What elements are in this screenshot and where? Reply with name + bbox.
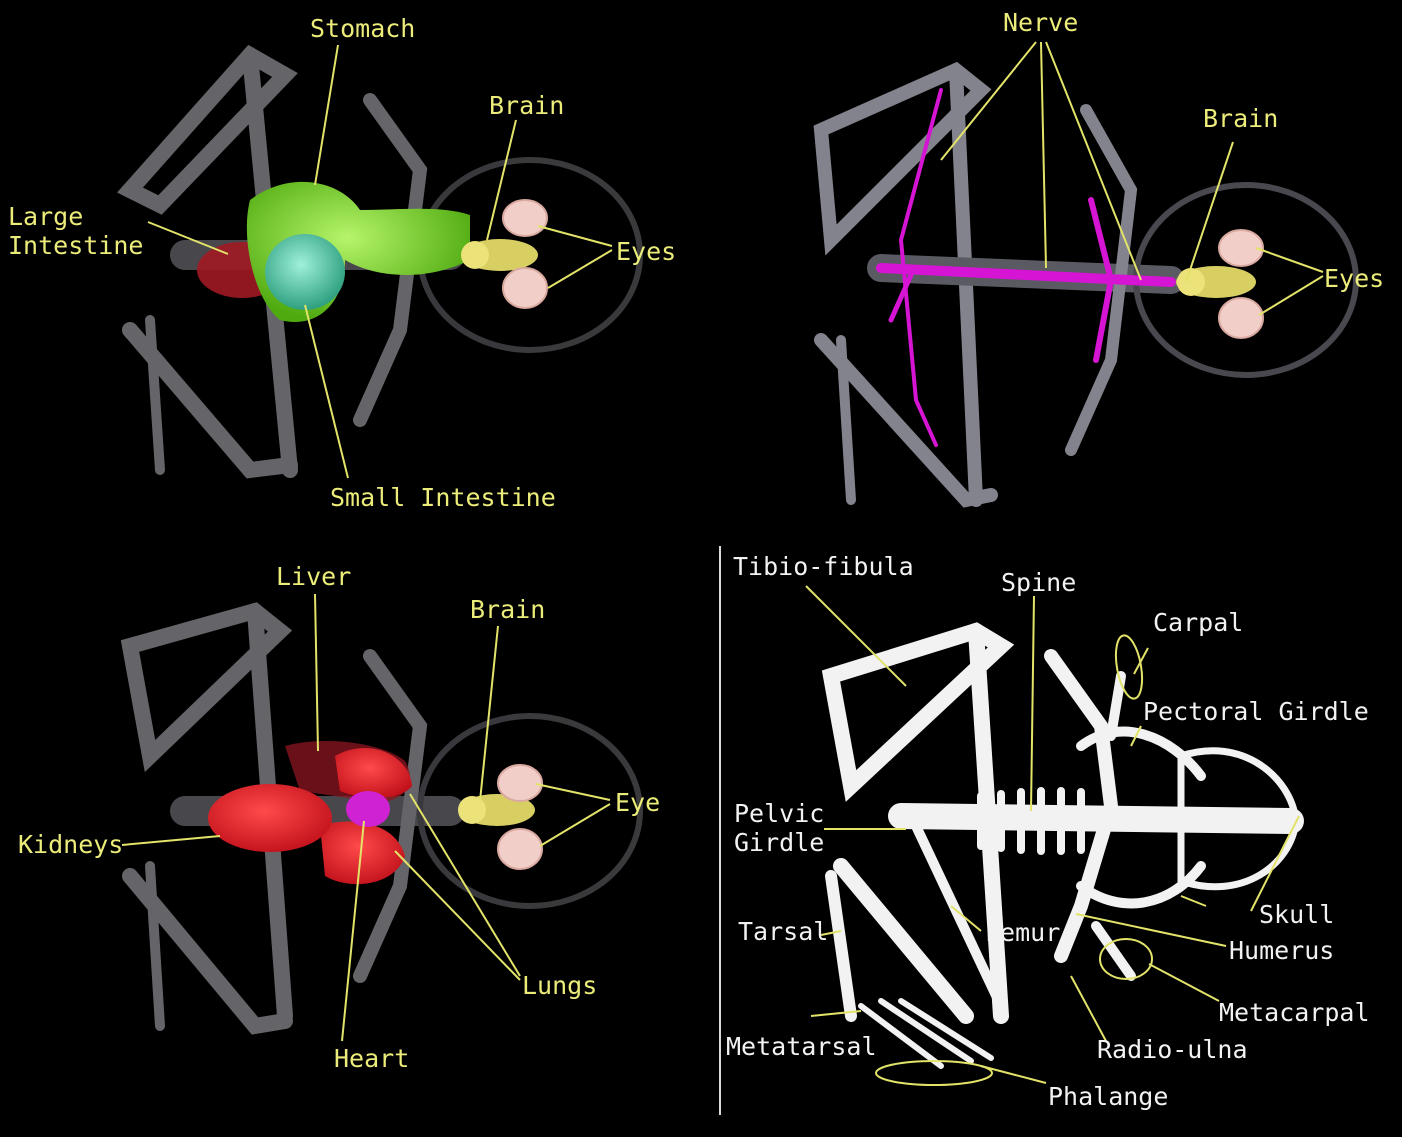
heart-label: Heart — [334, 1044, 409, 1073]
lungs-label: Lungs — [522, 971, 597, 1000]
large-intestine-label: Large Intestine — [8, 202, 143, 260]
liver-label: Liver — [276, 562, 351, 591]
nerve-label: Nerve — [1003, 8, 1078, 37]
humerus-label: Humerus — [1229, 936, 1334, 965]
spine-label: Spine — [1001, 568, 1076, 597]
stomach-label: Stomach — [310, 14, 415, 43]
panel-organs: Liver Brain Eye Kidneys Lungs Heart — [0, 546, 701, 1114]
metatarsal-label: Metatarsal — [726, 1032, 877, 1061]
femur-label: Femur — [985, 918, 1060, 947]
panel-digestive: Stomach Brain Large Intestine Eyes Small… — [0, 0, 701, 568]
eye-label: Eye — [615, 788, 660, 817]
brain-label: Brain — [470, 595, 545, 624]
carpal-label: Carpal — [1153, 608, 1243, 637]
metacarpal-label: Metacarpal — [1219, 998, 1370, 1027]
phalange-label: Phalange — [1048, 1082, 1168, 1111]
kidneys-shape — [208, 784, 332, 852]
small-intestine-shape — [265, 234, 345, 310]
heart-shape — [346, 791, 390, 827]
frog-skeleton-ghost — [821, 70, 1356, 500]
panel-nervous: Nerve Brain Eyes — [701, 0, 1402, 568]
brain-shape — [461, 239, 538, 271]
kidneys-label: Kidneys — [18, 830, 123, 859]
nervous-render — [701, 0, 1402, 568]
skull-label: Skull — [1259, 900, 1334, 929]
tarsal-label: Tarsal — [738, 917, 828, 946]
eyes-label: Eyes — [616, 237, 676, 266]
pelvic-girdle-label: Pelvic Girdle — [734, 799, 824, 857]
brain-label: Brain — [1203, 104, 1278, 133]
panel-skeleton: Tibio-fibula Spine Carpal Pectoral Girdl… — [701, 546, 1402, 1114]
radio-ulna-label: Radio-ulna — [1097, 1035, 1248, 1064]
pectoral-girdle-label: Pectoral Girdle — [1143, 697, 1369, 726]
tibio-fibula-label: Tibio-fibula — [733, 552, 914, 581]
eyes-label: Eyes — [1324, 264, 1384, 293]
brain-shape — [1176, 266, 1256, 298]
small-intestine-label: Small Intestine — [330, 483, 556, 512]
brain-label: Brain — [489, 91, 564, 120]
callout-ellipses — [876, 633, 1152, 1085]
